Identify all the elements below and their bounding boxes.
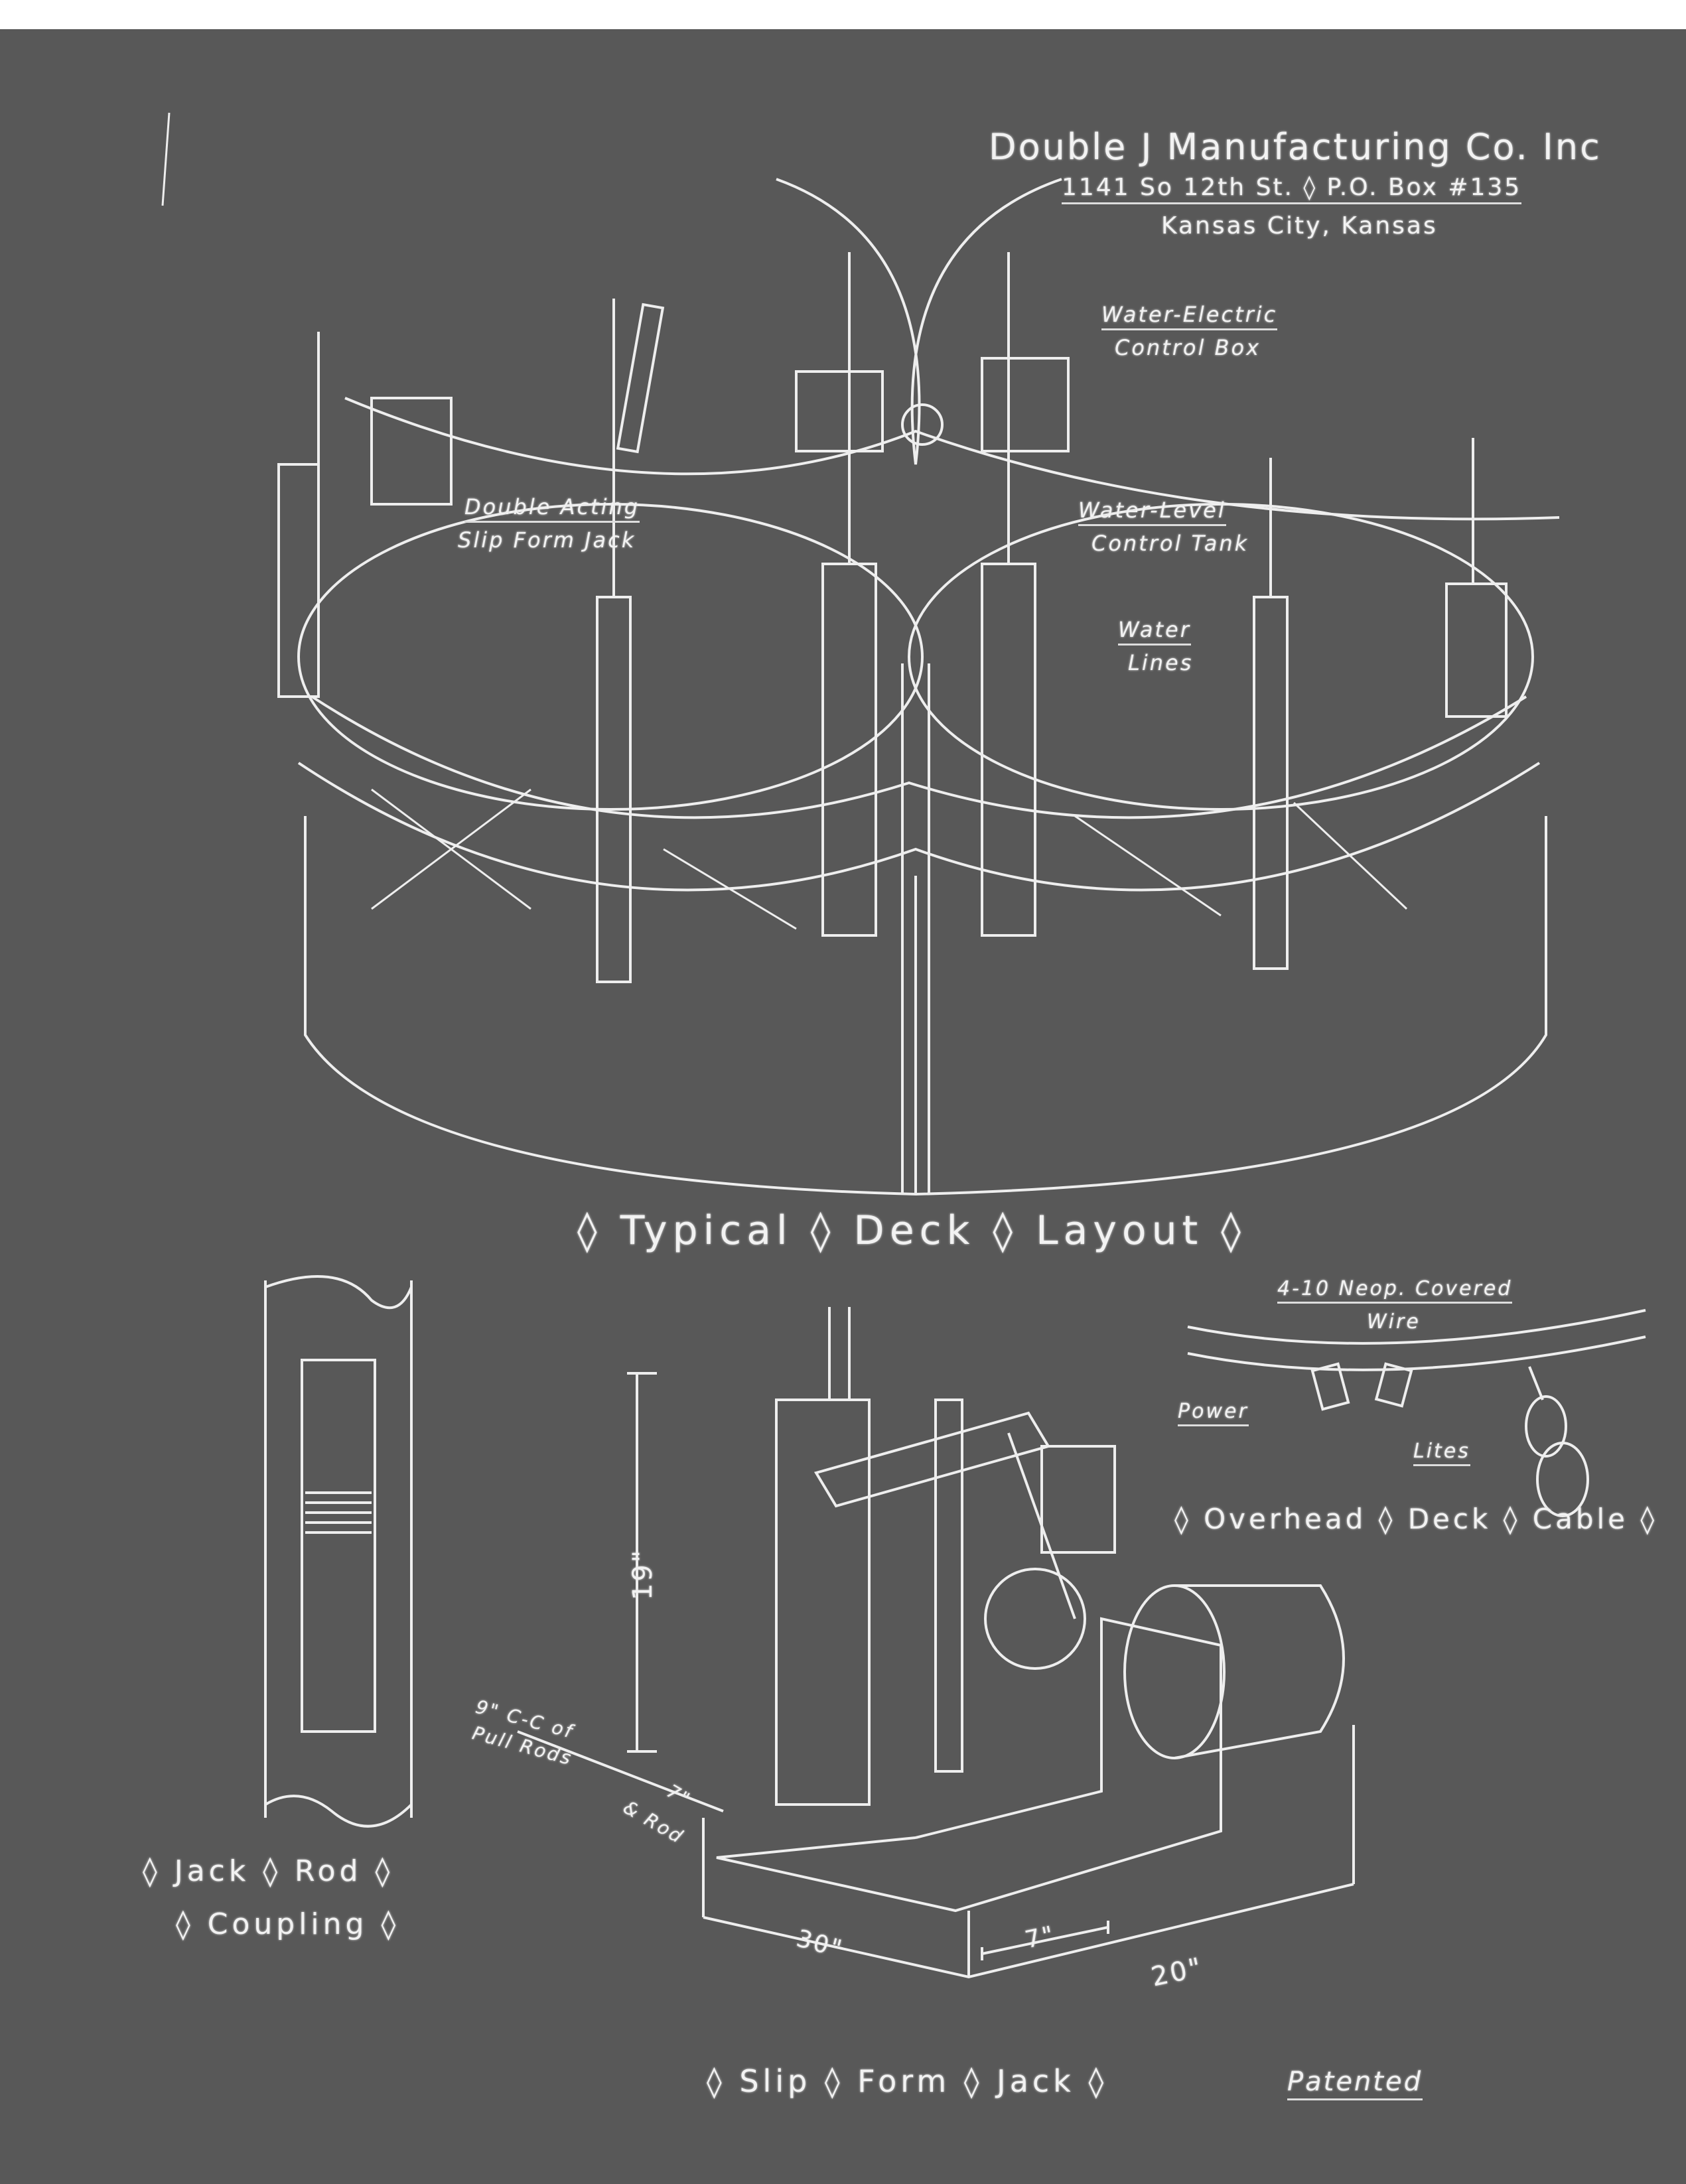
jack-rod-coupling-drawing [264, 1275, 413, 1828]
jack-assemblies [277, 252, 1508, 983]
cable-wire-label: 4-10 Neop. Covered [1277, 1277, 1513, 1304]
cable-wire-label-line2: Wire [1367, 1310, 1421, 1333]
slip-form-jack-title: ◊ Slip ◊ Form ◊ Jack ◊ [707, 2063, 1108, 2099]
callout-water-lines: Water [1118, 617, 1191, 646]
company-address: 1141 So 12th St. ◊ P.O. Box #135 [1062, 174, 1522, 204]
callout-slip-form-jack: Double Acting [464, 494, 640, 523]
company-name: Double J Manufacturing Co. Inc [989, 126, 1602, 168]
blueprint-sheet [0, 29, 1686, 2184]
callout-water-lines-line2: Lines [1128, 650, 1194, 675]
callout-control-tank-line2: Control Tank [1091, 531, 1249, 556]
overhead-deck-cable-drawing [1187, 1309, 1646, 1517]
coupling-title-line2: ◊ Coupling ◊ [176, 1907, 400, 1941]
callout-control-tank: Water-Level [1078, 498, 1226, 526]
callout-slip-form-jack-line2: Slip Form Jack [458, 527, 636, 553]
slip-form-jack-drawing [517, 1307, 1355, 1979]
patented-label: Patented [1287, 2067, 1423, 2100]
callout-control-box: Water-Electric [1101, 302, 1278, 330]
deck-layout-title: ◊ Typical ◊ Deck ◊ Layout ◊ [577, 1207, 1246, 1254]
dim-height: 19" [628, 1548, 659, 1601]
callout-control-box-line2: Control Box [1115, 335, 1261, 360]
cable-title: ◊ Overhead ◊ Deck ◊ Cable ◊ [1174, 1503, 1658, 1535]
deck-layout-drawing [277, 178, 1560, 1196]
company-city: Kansas City, Kansas [1161, 212, 1438, 239]
coupling-title: ◊ Jack ◊ Rod ◊ [143, 1854, 394, 1888]
cable-power-label: Power [1178, 1400, 1249, 1426]
cable-lites-label: Lites [1413, 1440, 1470, 1466]
stray-mark [161, 112, 171, 206]
